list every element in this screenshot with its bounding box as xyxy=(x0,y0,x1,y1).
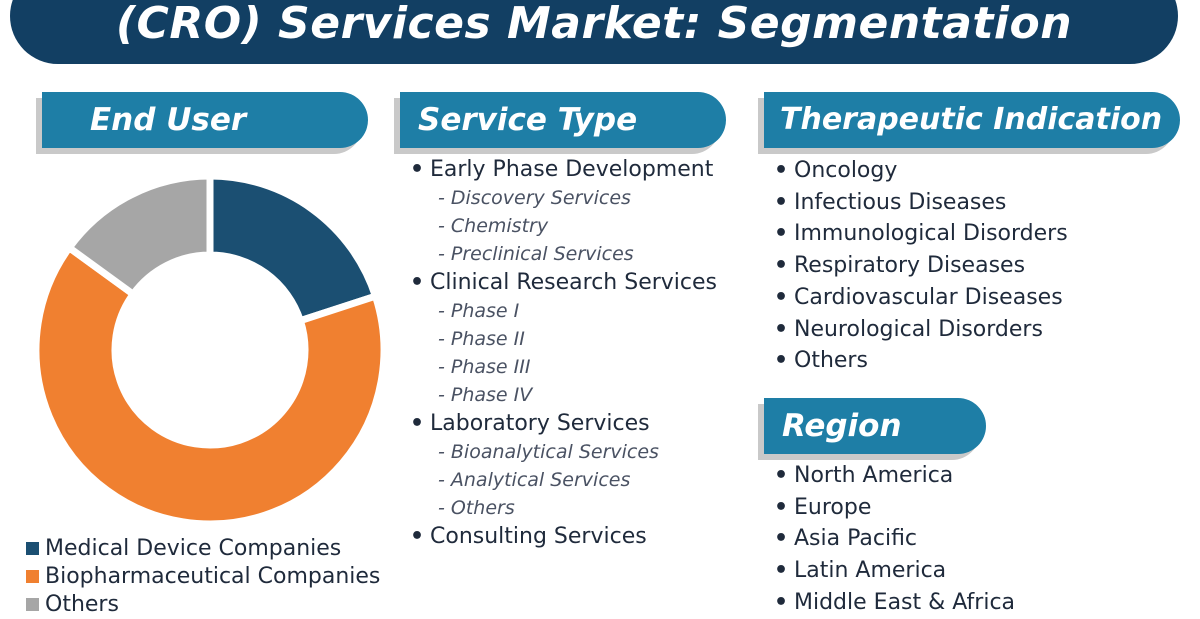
service-type-subitem: - Preclinical Services xyxy=(438,243,634,265)
legend-swatch xyxy=(26,597,39,611)
therapeutic-indication-list: OncologyInfectious DiseasesImmunological… xyxy=(772,155,1068,377)
service-type-subitem: - Analytical Services xyxy=(438,469,631,491)
region-list: North AmericaEuropeAsia PacificLatin Ame… xyxy=(772,460,1015,619)
therapeutic-indication-item: Cardiovascular Diseases xyxy=(772,282,1068,314)
service-type-subitem: - Phase IV xyxy=(438,384,533,406)
region-item: North America xyxy=(772,460,1015,492)
service-type-subitem: - Discovery Services xyxy=(438,187,631,209)
service-type-item: Early Phase Development xyxy=(408,155,717,184)
service-type-item: Laboratory Services xyxy=(408,409,717,438)
section-header-service-type: Service Type xyxy=(400,92,726,148)
service-type-subitem: - Phase II xyxy=(438,328,525,350)
service-type-item: Consulting Services xyxy=(408,522,717,551)
title-banner: (CRO) Services Market: Segmentation xyxy=(10,0,1178,64)
legend-swatch xyxy=(26,569,39,583)
service-type-subitem: - Phase I xyxy=(438,300,520,322)
therapeutic-indication-item: Oncology xyxy=(772,155,1068,187)
therapeutic-indication-item: Respiratory Diseases xyxy=(772,250,1068,282)
legend-item-medical-device-companies: Medical Device Companies xyxy=(26,534,380,562)
therapeutic-indication-item: Infectious Diseases xyxy=(772,187,1068,219)
section-header-end-user: End User xyxy=(42,92,368,148)
region-item: Asia Pacific xyxy=(772,523,1015,555)
service-type-subitem: - Bioanalytical Services xyxy=(438,441,659,463)
donut-slice-medical-device-companies xyxy=(206,172,380,326)
service-type-list: Early Phase Development - Discovery Servi… xyxy=(408,155,717,551)
donut-slice-others xyxy=(64,172,214,300)
legend-label: Biopharmaceutical Companies xyxy=(45,563,381,589)
end-user-donut-chart xyxy=(32,172,388,528)
section-header-region: Region xyxy=(764,398,986,454)
region-item: Europe xyxy=(772,492,1015,524)
service-type-subitem: - Others xyxy=(438,497,515,519)
region-item: Latin America xyxy=(772,555,1015,587)
region-item: Middle East & Africa xyxy=(772,587,1015,619)
service-type-item: Clinical Research Services xyxy=(408,268,717,297)
legend-label: Others xyxy=(45,591,119,617)
legend-swatch xyxy=(26,541,39,555)
legend-label: Medical Device Companies xyxy=(45,535,342,561)
service-type-subitem: - Phase III xyxy=(438,356,531,378)
page-title: (CRO) Services Market: Segmentation xyxy=(115,0,1073,49)
therapeutic-indication-item: Immunological Disorders xyxy=(772,218,1068,250)
donut-slice-biopharmaceutical-companies xyxy=(32,242,388,528)
therapeutic-indication-item: Others xyxy=(772,345,1068,377)
therapeutic-indication-item: Neurological Disorders xyxy=(772,314,1068,346)
legend-item-others: Others xyxy=(26,590,380,618)
section-header-therapeutic-indication: Therapeutic Indication xyxy=(764,92,1180,148)
service-type-subitem: - Chemistry xyxy=(438,215,549,237)
legend-item-biopharmaceutical-companies: Biopharmaceutical Companies xyxy=(26,562,380,590)
